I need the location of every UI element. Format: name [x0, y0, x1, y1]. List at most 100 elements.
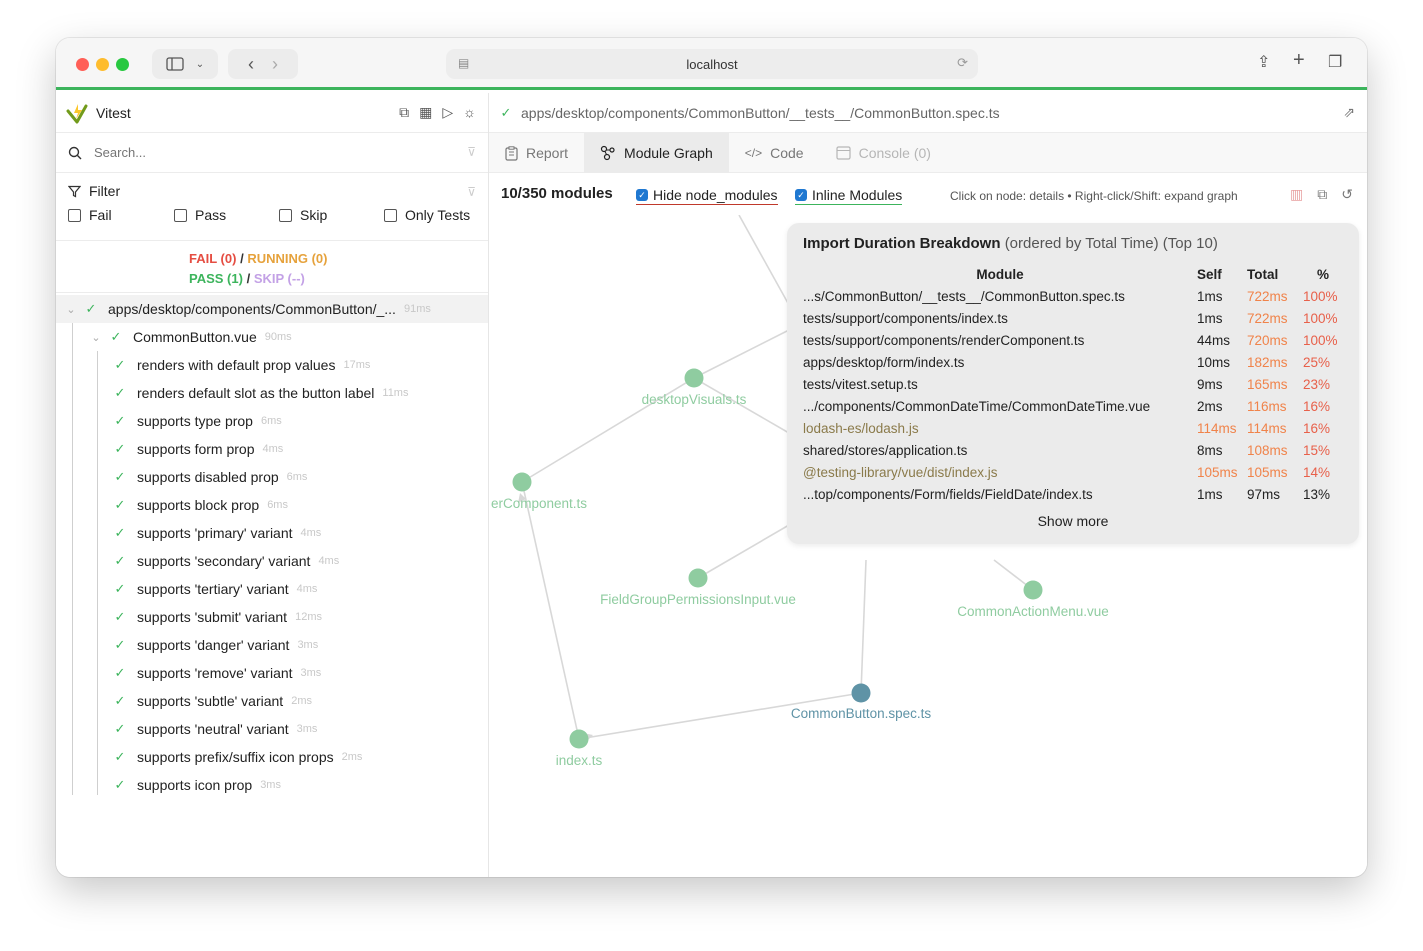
module-graph-canvas[interactable]: desktopVisuals.ts erComponent.ts FieldGr…: [489, 215, 1367, 877]
new-tab-icon[interactable]: +: [1293, 49, 1305, 71]
skip-checkbox[interactable]: [279, 208, 292, 222]
cell-self: 9ms: [1197, 376, 1223, 392]
suite-row[interactable]: ⌄ ✓ CommonButton.vue 90ms: [56, 323, 488, 351]
graph-node-rendercomponent[interactable]: [512, 472, 532, 492]
filter-pass[interactable]: Pass: [174, 207, 279, 223]
cell-module: .../components/CommonDateTime/CommonDate…: [803, 398, 1151, 414]
run-all-icon[interactable]: ▷: [442, 104, 454, 120]
coverage-icon[interactable]: ▦: [419, 104, 433, 120]
graph-node-commonbutton-spec[interactable]: [851, 683, 871, 703]
close-window-button[interactable]: [76, 58, 89, 71]
tabs-overview-icon[interactable]: ❐: [1328, 54, 1343, 71]
hide-node-modules-checkbox[interactable]: ✓: [636, 189, 648, 201]
table-row[interactable]: .../components/CommonDateTime/CommonDate…: [803, 395, 1343, 417]
table-row[interactable]: tests/support/components/renderComponent…: [803, 329, 1343, 351]
graph-edge: [578, 692, 862, 740]
minimize-window-button[interactable]: [96, 58, 109, 71]
filter-only-tests[interactable]: Only Tests: [384, 207, 470, 223]
reset-graph-icon[interactable]: ↺: [1341, 186, 1353, 202]
pass-checkbox[interactable]: [174, 208, 187, 222]
skip-count: SKIP (--): [253, 271, 305, 286]
inline-modules-toggle[interactable]: ✓ Inline Modules: [795, 187, 903, 205]
share-icon[interactable]: ⇪: [1257, 54, 1271, 71]
test-duration: 6ms: [260, 415, 282, 427]
history-nav: ‹ ›: [228, 49, 298, 79]
sidebar-toggle-button[interactable]: ⌄: [152, 49, 218, 79]
cell-self: 10ms: [1197, 354, 1231, 370]
test-name: supports 'tertiary' variant: [137, 581, 289, 597]
inline-modules-checkbox[interactable]: ✓: [795, 189, 807, 201]
test-row[interactable]: ✓renders default slot as the button labe…: [56, 379, 488, 407]
fit-graph-icon[interactable]: ⧉: [1317, 186, 1328, 202]
back-button[interactable]: ‹: [248, 53, 254, 74]
address-bar[interactable]: ▤ localhost ⟳: [446, 49, 978, 79]
graph-node-commonactionmenu[interactable]: [1023, 580, 1043, 600]
clear-filter-icon[interactable]: ⊽: [467, 185, 476, 199]
test-duration: 6ms: [286, 471, 308, 483]
table-body: ...s/CommonButton/__tests__/CommonButton…: [803, 285, 1343, 505]
tab-report[interactable]: Report: [489, 133, 584, 173]
forward-button[interactable]: ›: [272, 53, 278, 74]
clear-search-icon[interactable]: ⊽: [467, 145, 476, 159]
filter-skip[interactable]: Skip: [279, 207, 384, 223]
cell-self: 1ms: [1197, 486, 1223, 502]
running-count: RUNNING (0): [247, 251, 328, 266]
test-name: supports 'primary' variant: [137, 525, 293, 541]
pass-check-icon: ✓: [114, 665, 126, 680]
graph-node-label: CommonButton.spec.ts: [791, 706, 932, 721]
chevron-down-icon[interactable]: ⌄: [66, 303, 76, 316]
translate-icon[interactable]: ⟳: [957, 55, 968, 70]
tab-console[interactable]: Console (0): [820, 133, 947, 173]
graph-node-label: index.ts: [556, 753, 603, 768]
import-duration-popup: Import Duration Breakdown (ordered by To…: [787, 223, 1359, 544]
pass-check-icon: ✓: [114, 385, 126, 400]
hide-node-modules-toggle[interactable]: ✓ Hide node_modules: [636, 187, 778, 205]
filter-fail[interactable]: Fail: [68, 207, 174, 223]
fail-checkbox[interactable]: [68, 208, 81, 222]
graph-node-desktopvisuals[interactable]: [684, 368, 704, 388]
open-in-editor-icon[interactable]: ⇗: [1343, 104, 1355, 120]
suite-name: CommonButton.vue: [133, 329, 257, 345]
only-tests-checkbox[interactable]: [384, 208, 397, 222]
graph-edge: [693, 377, 790, 434]
theme-toggle-icon[interactable]: ☼: [463, 104, 476, 120]
chevron-down-icon[interactable]: ⌄: [91, 331, 101, 344]
graph-node-index[interactable]: [569, 729, 589, 749]
column-total: Total: [1247, 266, 1279, 282]
tab-module-graph[interactable]: Module Graph: [584, 133, 729, 173]
collapse-all-icon[interactable]: ⧉: [399, 104, 410, 120]
zoom-window-button[interactable]: [116, 58, 129, 71]
show-more-button[interactable]: Show more: [1037, 513, 1109, 529]
split-view-icon[interactable]: ▥: [1290, 186, 1304, 202]
test-file-row[interactable]: ⌄ ✓ apps/desktop/components/CommonButton…: [56, 295, 488, 323]
search-input[interactable]: [94, 145, 394, 160]
table-row[interactable]: ...top/components/Form/fields/FieldDate/…: [803, 483, 1343, 505]
test-name: supports prefix/suffix icon props: [137, 749, 334, 765]
test-duration: 11ms: [382, 387, 409, 399]
pass-check-icon: ✓: [114, 441, 126, 456]
table-row[interactable]: ...s/CommonButton/__tests__/CommonButton…: [803, 285, 1343, 307]
graph-node-fieldgrouppermissions[interactable]: [688, 568, 708, 588]
tab-code[interactable]: </> Code: [744, 145, 804, 161]
